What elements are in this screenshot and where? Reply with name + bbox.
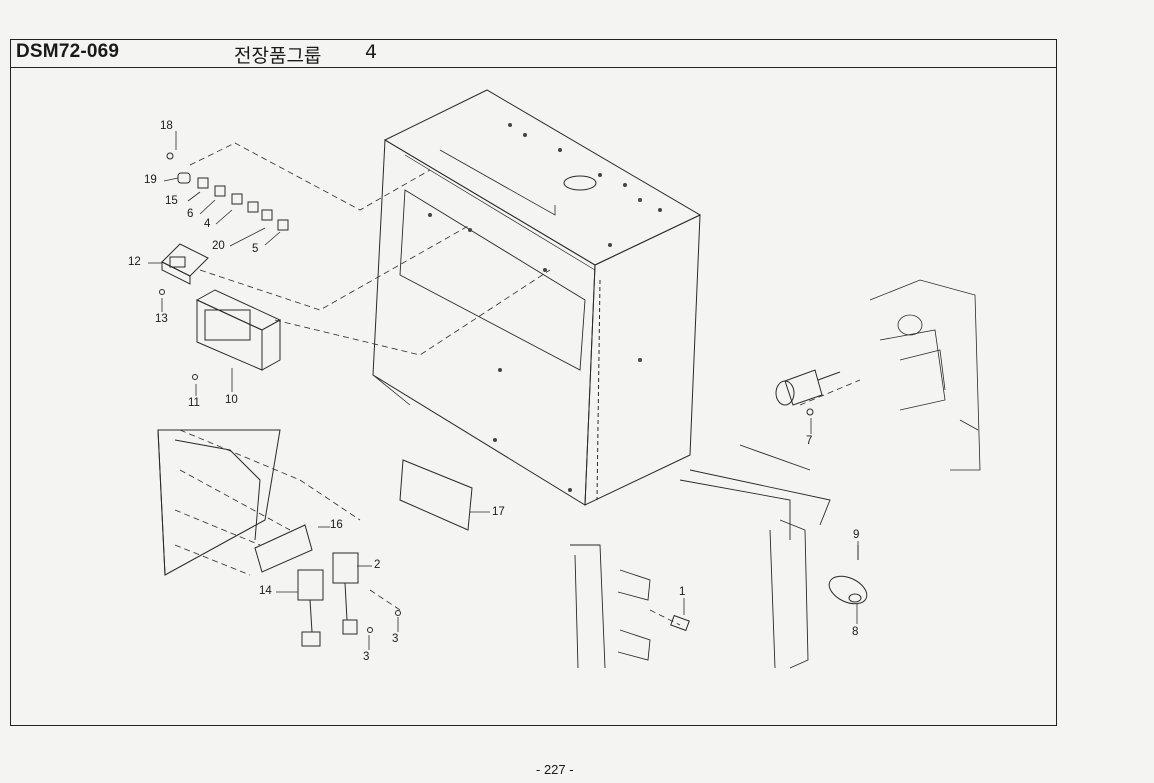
bolt-11 bbox=[192, 374, 198, 380]
callout-14: 14 bbox=[259, 585, 272, 597]
side-bracket bbox=[157, 429, 281, 576]
relay-set bbox=[166, 152, 289, 231]
nut-3a bbox=[395, 610, 401, 616]
sensor-1 bbox=[670, 614, 690, 632]
callout-1: 1 bbox=[679, 586, 686, 598]
group-number: 4 bbox=[365, 41, 378, 63]
callout-6: 6 bbox=[187, 208, 194, 220]
callout-13: 13 bbox=[155, 313, 168, 325]
callout-9: 9 bbox=[853, 529, 860, 541]
relay-2 bbox=[332, 552, 359, 635]
motor-7 bbox=[775, 369, 841, 406]
leader-lines bbox=[174, 142, 861, 626]
relay-14 bbox=[297, 569, 324, 647]
callout-19: 19 bbox=[144, 174, 157, 186]
nut-3b bbox=[367, 627, 373, 633]
callout-3b: 3 bbox=[363, 651, 370, 663]
callout-3a: 3 bbox=[392, 633, 399, 645]
callout-8: 8 bbox=[852, 626, 859, 638]
callout-10: 10 bbox=[225, 394, 238, 406]
drawing-frame bbox=[10, 39, 1057, 726]
callout-16: 16 bbox=[330, 519, 343, 531]
title-bar: DSM72-069 전장품그룹 4 bbox=[10, 39, 1057, 68]
group-title: 전장품그룹 bbox=[234, 45, 322, 67]
callout-7: 7 bbox=[806, 435, 813, 447]
plate-17 bbox=[399, 459, 473, 531]
callout-11: 11 bbox=[188, 397, 200, 409]
bolt-13 bbox=[159, 289, 165, 295]
callout-18: 18 bbox=[160, 120, 173, 132]
callout-12: 12 bbox=[128, 256, 141, 268]
plate-16 bbox=[254, 524, 313, 573]
callout-4: 4 bbox=[204, 218, 211, 230]
plate-8 bbox=[828, 575, 868, 605]
electrical-box bbox=[372, 89, 702, 506]
page-number: - 227 - bbox=[536, 762, 574, 777]
doc-code: DSM72-069 bbox=[16, 41, 120, 62]
callout-2: 2 bbox=[374, 559, 381, 571]
callout-20: 20 bbox=[212, 240, 225, 252]
callout-5: 5 bbox=[252, 243, 259, 255]
lower-frame bbox=[570, 444, 831, 669]
nut-7 bbox=[806, 408, 814, 416]
callout-17: 17 bbox=[492, 506, 505, 518]
right-mechanism bbox=[869, 279, 981, 471]
callout-15: 15 bbox=[165, 195, 178, 207]
controller-10 bbox=[195, 289, 282, 371]
module-12 bbox=[161, 243, 209, 285]
callout-leaders bbox=[148, 131, 859, 650]
